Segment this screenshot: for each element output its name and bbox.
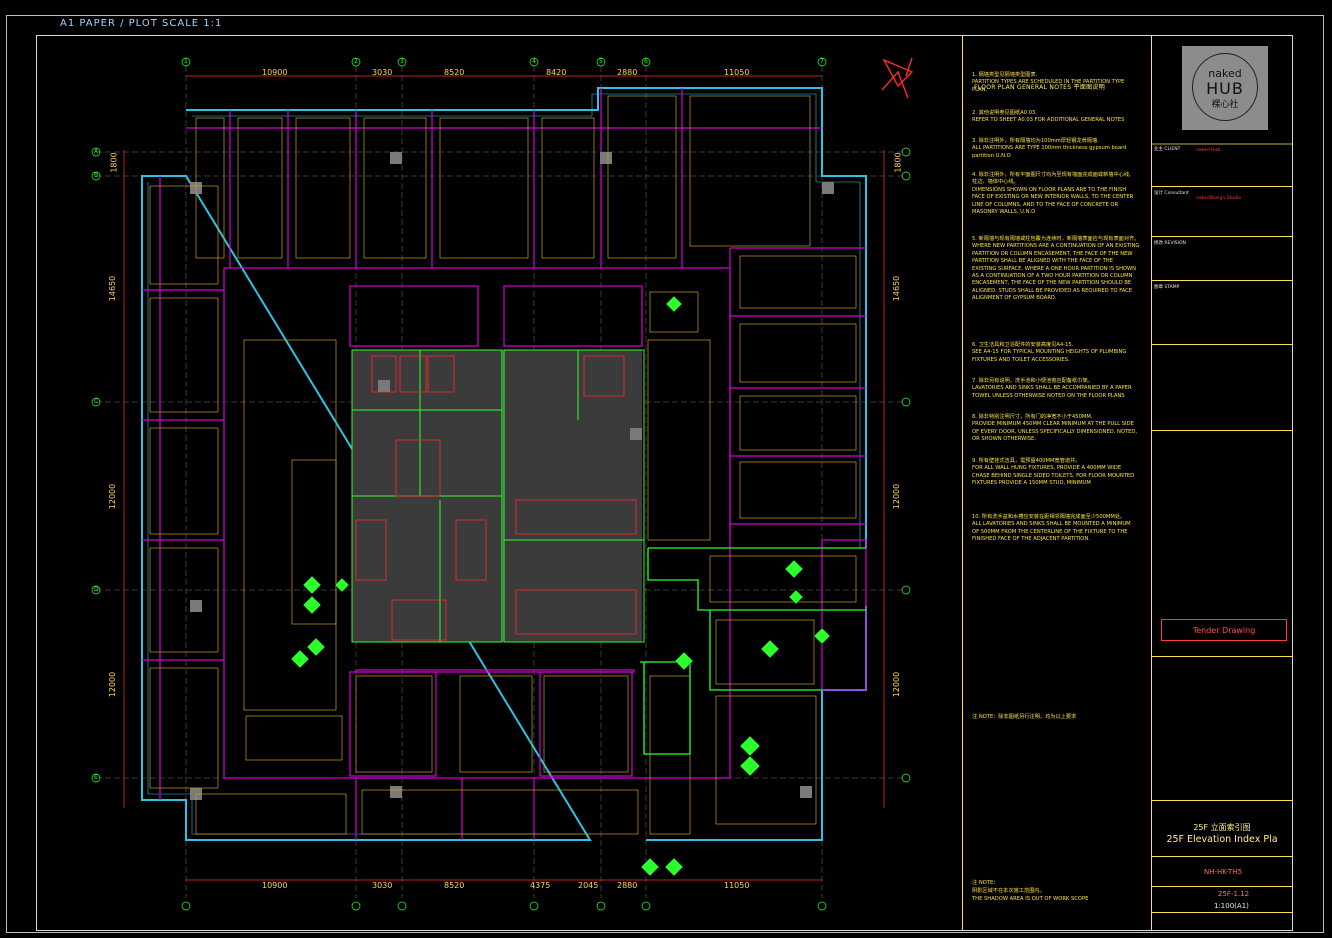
designer-label: 设计 Consultant — [1154, 191, 1189, 196]
plot-scale-label: A1 PAPER / PLOT SCALE 1:1 — [60, 18, 223, 29]
drawing-title-en: 25F Elevation Index Pla — [1166, 834, 1278, 845]
dim-bottom-1: 10900 — [262, 881, 288, 890]
logo-text-naked: naked — [1208, 67, 1242, 80]
drawing-title-cn: 25F 立面索引图 — [1193, 823, 1251, 832]
dim-bottom-7: 11050 — [724, 881, 750, 890]
logo-text-cn: 裸心社 — [1211, 100, 1239, 110]
tender-drawing-stamp: Tender Drawing — [1161, 619, 1287, 641]
grid-label-b: B — [94, 172, 99, 179]
note-8: 8. 除非特别注明尺寸，所有门的净宽不小于450MM. PROVIDE MINI… — [972, 414, 1138, 443]
tb-divider — [1151, 856, 1293, 857]
revision-label: 修改 REVISION — [1154, 241, 1186, 246]
dim-right-1: 1800 — [893, 152, 903, 173]
dim-top-3: 8520 — [444, 68, 465, 77]
dim-left-1: 1800 — [109, 152, 119, 173]
tb-divider — [1151, 280, 1293, 281]
inner-frame — [36, 35, 1293, 931]
tb-divider — [1151, 344, 1293, 345]
tb-divider — [1151, 656, 1293, 657]
project-number: NH-HK-TH5 — [1204, 868, 1243, 876]
grid-label-c: C — [94, 398, 99, 405]
note-2: 2. 其他说明参见图纸A0.03. REFER TO SHEET A0.03 F… — [972, 110, 1125, 124]
dim-right-4: 12000 — [892, 671, 902, 698]
tb-divider — [1151, 912, 1293, 913]
dim-left-4: 12000 — [108, 671, 118, 698]
tb-divider — [1151, 800, 1293, 801]
dim-bottom-2: 3030 — [372, 881, 393, 890]
dim-left-2: 14650 — [108, 275, 118, 302]
note-footer-title: 注 NOTE： — [972, 880, 999, 886]
title-block — [1151, 36, 1293, 930]
logo-ring — [1192, 53, 1258, 121]
dim-top-5: 2880 — [617, 68, 638, 77]
dim-bottom-6: 2880 — [617, 881, 638, 890]
dim-top-6: 11050 — [724, 68, 750, 77]
grid-label-a: A — [94, 148, 99, 155]
note-6: 6. 卫生洁具和卫浴配件的安装高度见A4-15. SEE A4-15 FOR T… — [972, 342, 1127, 363]
dim-top-2: 3030 — [372, 68, 393, 77]
general-notes-panel — [962, 36, 1152, 930]
grid-label-e: E — [94, 774, 98, 781]
dim-left-3: 12000 — [108, 483, 118, 510]
grid-label-3: 3 — [400, 58, 404, 65]
grid-label-2: 2 — [354, 58, 358, 65]
dim-right-2: 14650 — [892, 275, 902, 302]
drawing-number: 25F-1.12 — [1218, 890, 1250, 898]
dim-bottom-3: 8520 — [444, 881, 465, 890]
dim-bottom-5: 2045 — [578, 881, 599, 890]
note-3: 3. 除非注明外，所有隔墙均为100mm厚轻钢龙骨隔墙. ALL PARTITI… — [972, 138, 1127, 159]
note-9: 9. 所有壁挂式洁具，需预留400MM宽管道井。 FOR ALL WALL HU… — [972, 458, 1135, 487]
stamp-label: 图章 STAMP — [1154, 285, 1180, 290]
client-label: 业主 CLIENT — [1154, 147, 1181, 152]
dim-top-1: 10900 — [262, 68, 288, 77]
dim-top-4: 8420 — [546, 68, 567, 77]
notes-heading: FLOOR PLAN GENERAL NOTES 平面图说明 — [974, 84, 1106, 91]
note-5: 5. 新隔墙与现有隔墙或柱包覆为连续时，新隔墙表面应与现有表面对齐。 WHERE… — [972, 236, 1140, 302]
north-arrow-icon — [881, 57, 914, 99]
note-4: 4. 除非注明外，所有平面图尺寸均为至现有墙面完成面或新墙中心线、 柱边、墙体中… — [972, 172, 1135, 216]
outer-frame — [6, 15, 1324, 933]
designer-name: nakedDesign Studio — [1196, 196, 1241, 201]
tb-divider — [1151, 430, 1293, 431]
note-1: 1. 隔墙类型见隔墙类型图表. PARTITION TYPES ARE SCHE… — [972, 72, 1125, 93]
grid-label-5: 5 — [599, 58, 603, 65]
note-footer-en: THE SHADOW AREA IS OUT OF WORK SCOPE — [972, 896, 1089, 902]
note-footer-cn: 阴影区域不在本次施工范围内。 — [972, 888, 1045, 894]
client-name: naked Hub — [1196, 148, 1221, 153]
grid-label-d: D — [94, 586, 99, 593]
logo-text-hub: HUB — [1206, 79, 1244, 98]
tb-divider — [1151, 236, 1293, 237]
dim-right-3: 12000 — [892, 483, 902, 510]
grid-label-7: 7 — [820, 58, 824, 65]
note-10: 10. 所有洗手盆和水槽应安装在距相邻隔墙完成面至少500MM处。 ALL LA… — [972, 514, 1131, 543]
drawing-scale: 1:100(A1) — [1214, 902, 1249, 910]
grid-label-6: 6 — [644, 58, 648, 65]
note-mid: 注 NOTE：除非图纸另行注明，均为以上要求 — [972, 714, 1077, 720]
tb-divider — [1151, 886, 1293, 887]
tb-divider — [1151, 186, 1293, 187]
grid-label-4: 4 — [532, 58, 536, 65]
dim-bottom-4: 4375 — [530, 881, 551, 890]
naked-hub-logo: naked HUB 裸心社 — [1182, 46, 1268, 130]
grid-label-1: 1 — [184, 58, 188, 65]
note-7: 7. 除非另有说明，洗手池和小便池旁应配备纸巾架。 LAVATORIES AND… — [972, 378, 1132, 399]
